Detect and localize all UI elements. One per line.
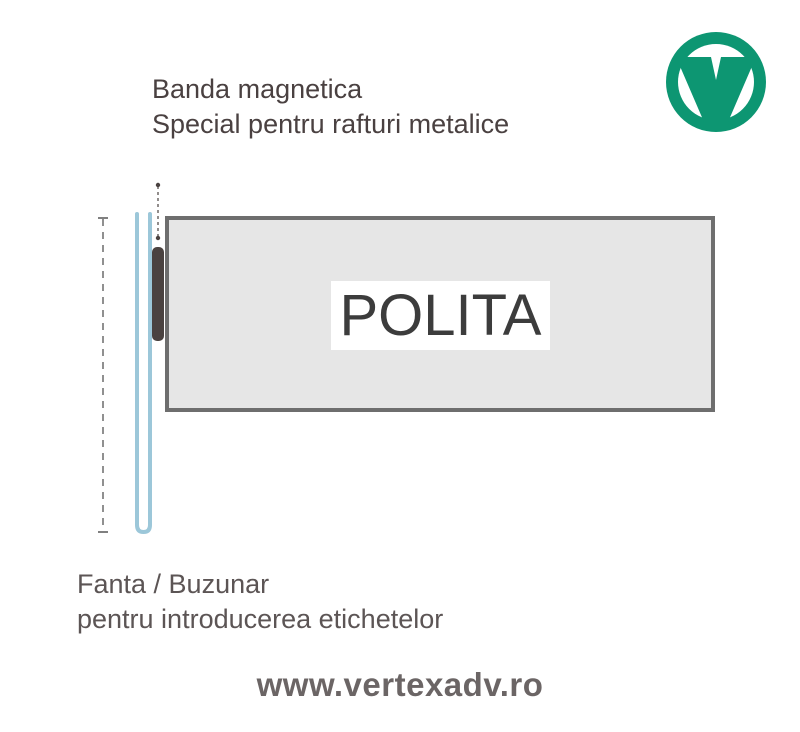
- vertex-logo: [666, 32, 766, 132]
- label-pocket: [135, 212, 152, 535]
- pocket-subtitle: pentru introducerea etichetelor: [77, 604, 444, 634]
- logo-v-mark: [676, 57, 756, 122]
- shelf-label: POLITA: [331, 281, 550, 350]
- magnet-pointer-bottom-dot: [155, 235, 161, 241]
- magnetic-strip: [152, 247, 164, 341]
- magnetic-strip-subtitle: Special pentru rafturi metalice: [152, 109, 510, 139]
- magnet-pointer-top-dot: [155, 182, 161, 188]
- pocket-title: Fanta / Buzunar: [77, 569, 270, 599]
- magnetic-strip-title: Banda magnetica: [152, 74, 363, 104]
- website-url[interactable]: www.vertexadv.ro: [256, 666, 544, 703]
